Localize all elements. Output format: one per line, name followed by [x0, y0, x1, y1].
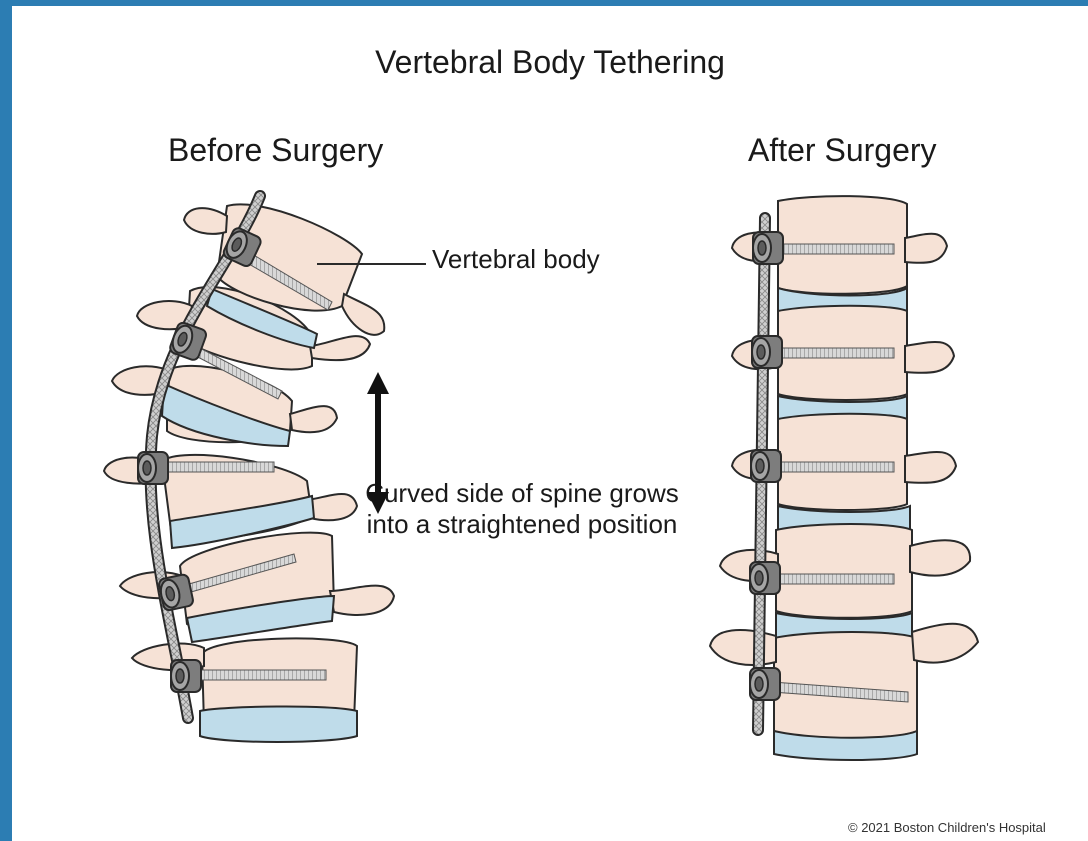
double-arrow-icon [367, 372, 389, 514]
before-surgery-spine [104, 196, 394, 742]
illustration-frame: Vertebral Body Tethering Before Surgery … [12, 6, 1088, 841]
disc-before-5 [200, 706, 357, 742]
spine-illustration [12, 6, 1088, 841]
after-surgery-spine [710, 196, 978, 760]
